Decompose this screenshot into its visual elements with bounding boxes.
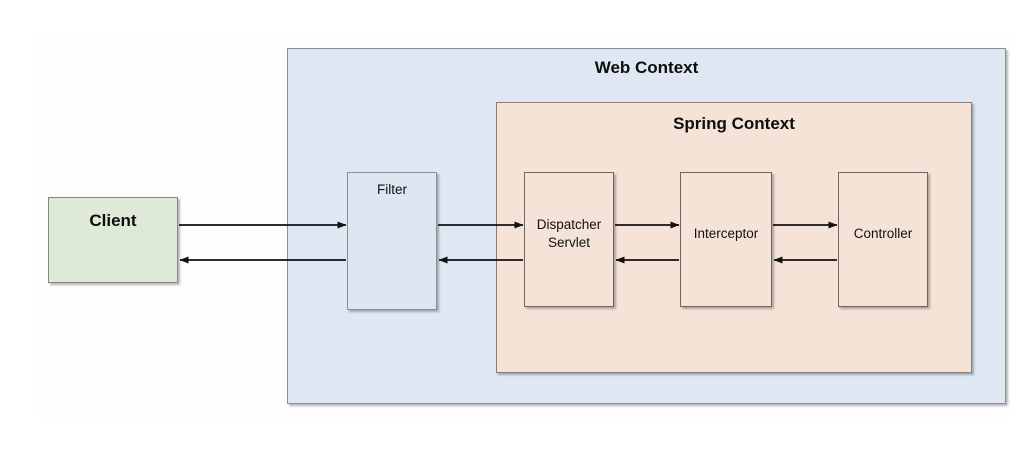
dispatcher-servlet-node-label: Dispatcher Servlet [536, 217, 602, 250]
web-context-title: Web Context [594, 58, 699, 77]
client-node[interactable]: Client [48, 197, 178, 283]
interceptor-node[interactable]: Interceptor [680, 172, 772, 307]
filter-node[interactable]: Filter [347, 172, 437, 310]
spring-context-title: Spring Context [673, 114, 795, 133]
client-node-label: Client [89, 211, 137, 230]
interceptor-node-label: Interceptor [693, 226, 759, 241]
dispatcher-servlet-node[interactable]: Dispatcher Servlet [524, 172, 614, 307]
controller-node-label: Controller [853, 226, 913, 241]
filter-node-label: Filter [377, 182, 407, 197]
controller-node[interactable]: Controller [838, 172, 928, 307]
